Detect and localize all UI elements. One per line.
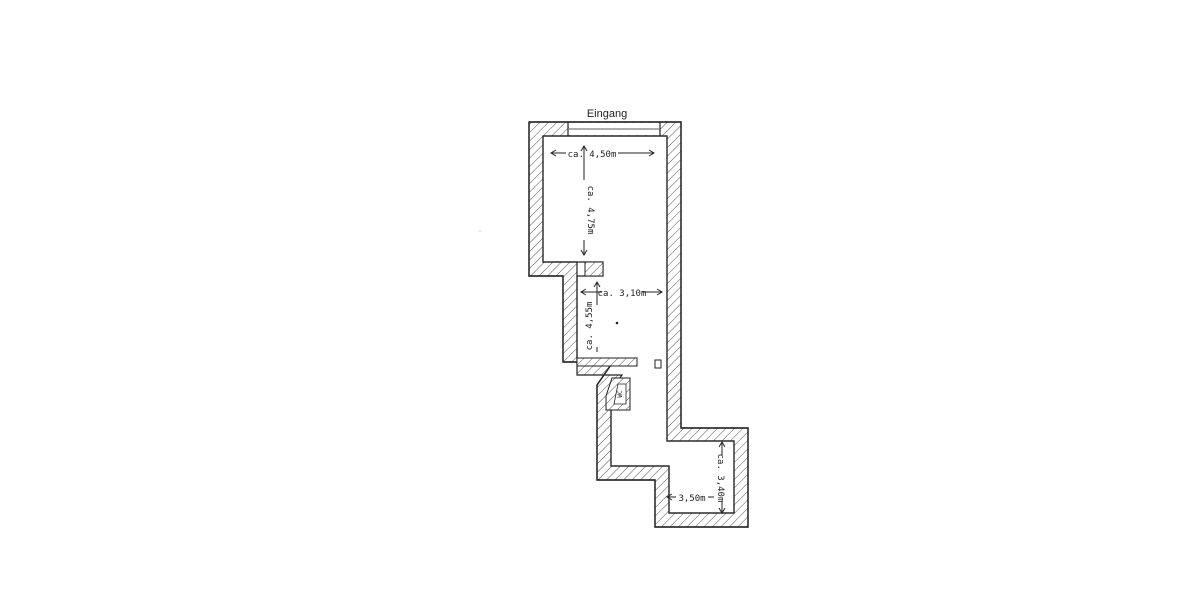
partition-lower bbox=[576, 357, 638, 367]
partition-stub bbox=[584, 261, 604, 277]
dimension-room1-width-gap bbox=[566, 146, 618, 160]
room2-depth-label: ca. 4,55m bbox=[585, 302, 595, 351]
inner-outline bbox=[543, 135, 735, 514]
room3-width-label: 3,50m bbox=[678, 494, 705, 504]
wc-inner bbox=[613, 383, 627, 405]
room2-width-label: ca. 3,10m bbox=[598, 289, 647, 299]
wc-label: WC bbox=[617, 390, 624, 398]
room1-width-label: ca. 4,50m bbox=[568, 150, 617, 160]
dimension-room3-width-gap bbox=[676, 490, 708, 504]
dimension-room2-depth-gap bbox=[590, 305, 604, 347]
entrance-label: Eingang bbox=[587, 108, 627, 120]
dimension-room1-depth-gap bbox=[577, 180, 591, 240]
dimension-room3-depth-gap bbox=[715, 455, 729, 501]
room1-depth-label: ca. 4,75m bbox=[585, 186, 595, 235]
stray-mark bbox=[615, 321, 619, 325]
outer-outline bbox=[528, 121, 749, 528]
door-post bbox=[654, 359, 662, 369]
room3-depth-label: ca. 3,40m bbox=[715, 454, 725, 503]
dimension-room2-width-gap bbox=[602, 285, 642, 299]
stray-mark bbox=[479, 230, 481, 232]
